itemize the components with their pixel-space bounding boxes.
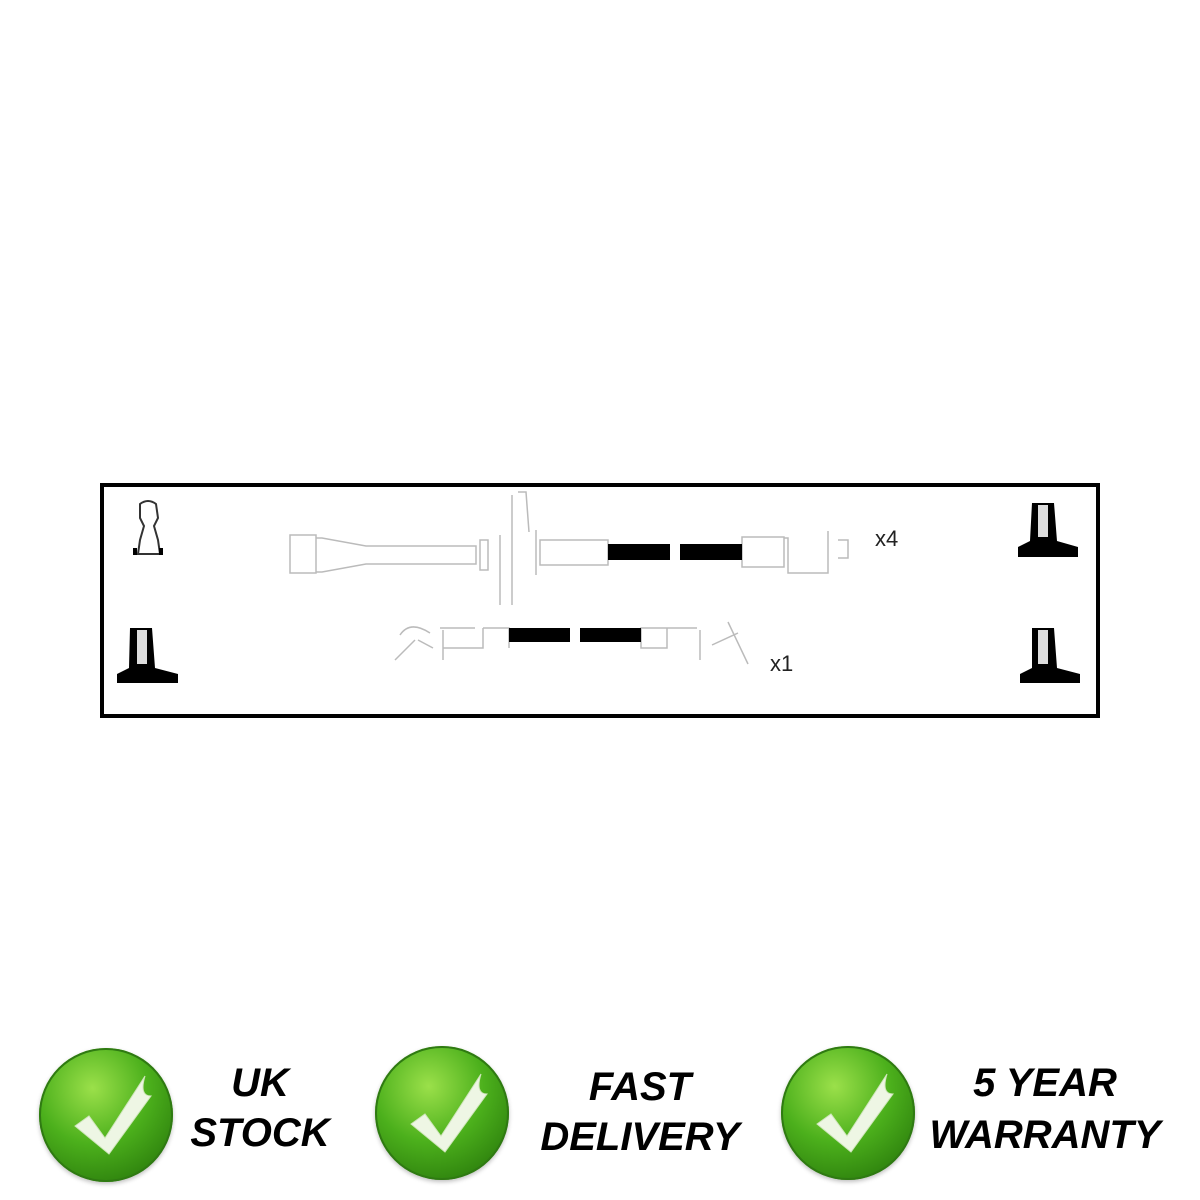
check-icon — [74, 1075, 152, 1155]
check-badge-icon — [375, 1046, 509, 1180]
badge-text-line2: STOCK — [190, 1111, 330, 1155]
check-badge-icon — [39, 1048, 173, 1182]
badge-text-line1: 5 YEAR — [973, 1061, 1117, 1105]
cable-segment — [608, 544, 670, 560]
badge-text-line2: WARRANTY — [929, 1113, 1161, 1157]
badge-text-line2: DELIVERY — [540, 1115, 740, 1159]
spark-lead-x4 — [289, 491, 849, 605]
plug-tip — [159, 548, 163, 555]
multiplier-x4-label: x4 — [875, 526, 898, 551]
multiplier-x1-label: x1 — [770, 651, 793, 676]
coil-lead-x1 — [394, 621, 749, 665]
badge-text-line1: FAST — [588, 1065, 692, 1109]
boot-icon-bottom-right — [1020, 628, 1080, 683]
cable-segment — [680, 544, 742, 560]
check-badge-icon — [781, 1046, 915, 1180]
plug-connector-outline-icon — [136, 500, 162, 555]
cable-segment — [580, 628, 641, 642]
boot-icon-top-right — [1018, 503, 1078, 557]
diagram-frame — [100, 483, 1100, 718]
check-icon — [410, 1073, 488, 1153]
plug-tip — [133, 548, 137, 555]
cable-segment — [509, 628, 570, 642]
boot-icon-bottom-left — [117, 628, 178, 683]
check-icon — [816, 1073, 894, 1153]
badge-text-line1: UK — [231, 1061, 289, 1105]
